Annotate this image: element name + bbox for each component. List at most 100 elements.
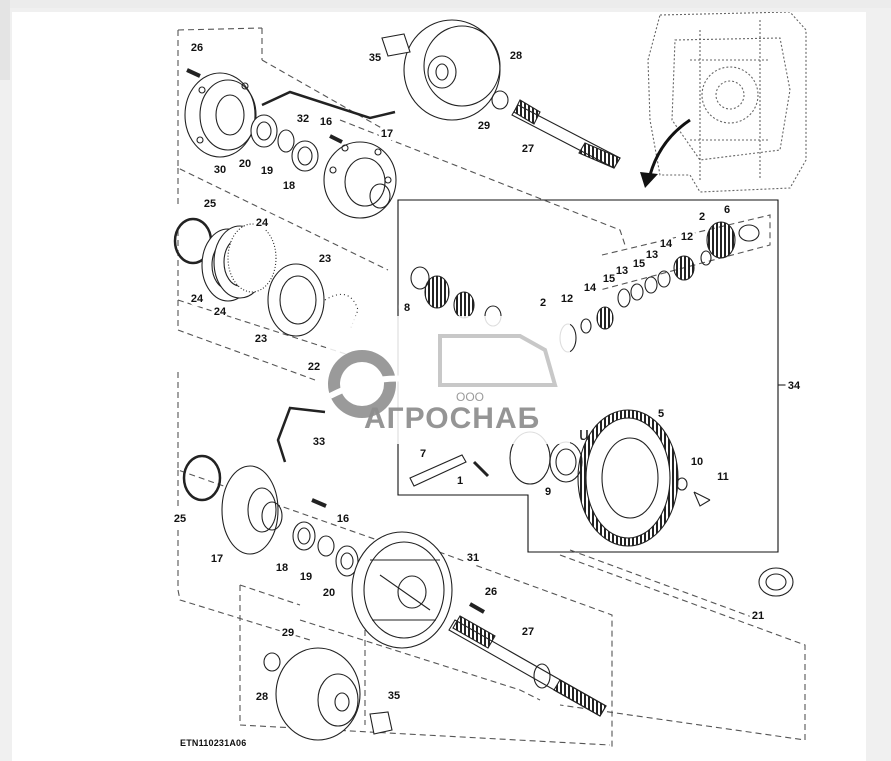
ring-gear xyxy=(577,409,679,547)
callout-label: 28 xyxy=(256,691,268,703)
callout-25: 25 xyxy=(171,509,189,527)
callout-label: 28 xyxy=(510,50,522,62)
callout-label: 17 xyxy=(381,128,393,140)
callout-14: 14 xyxy=(657,234,675,252)
callout-label: 26 xyxy=(191,42,203,54)
direction-arrow xyxy=(648,118,691,176)
callout-28: 28 xyxy=(507,46,525,64)
callout-label: 24 xyxy=(191,293,204,305)
callout-label: 14 xyxy=(660,238,673,250)
callout-9: 9 xyxy=(539,482,557,500)
callout-label: 1 xyxy=(457,475,463,487)
callout-32: 32 xyxy=(294,109,312,127)
exploded-parts-diagram: 2635283216291727201918302524261214131523… xyxy=(171,12,807,748)
callout-29: 29 xyxy=(475,116,493,134)
callout-label: 15 xyxy=(633,258,645,270)
hub-flange-bottom xyxy=(221,465,283,555)
callout-label: 27 xyxy=(522,626,534,638)
callout-label: 22 xyxy=(308,361,320,373)
callout-label: 17 xyxy=(211,553,223,565)
watermark-name: АГРОСНАБ xyxy=(364,402,541,435)
callout-30: 30 xyxy=(211,160,229,178)
callout-22: 22 xyxy=(305,357,323,375)
callout-20: 20 xyxy=(320,583,338,601)
axle-shaft-top xyxy=(511,99,621,169)
callout-label: 10 xyxy=(691,456,703,468)
drawing-code: ETN110231A06 xyxy=(180,738,247,748)
callout-label: 35 xyxy=(388,690,400,702)
callout-label: 24 xyxy=(256,217,269,229)
callout-17: 17 xyxy=(378,124,396,142)
callout-label: 7 xyxy=(420,448,426,460)
callout-23: 23 xyxy=(316,249,334,267)
callout-label: 13 xyxy=(646,249,658,261)
callout-11: 11 xyxy=(714,467,732,485)
callout-label: 20 xyxy=(323,587,335,599)
callout-label: 16 xyxy=(337,513,349,525)
callout-label: 13 xyxy=(616,265,628,277)
callout-12: 12 xyxy=(558,289,576,307)
callout-label: 12 xyxy=(681,231,693,243)
callout-label: 25 xyxy=(204,198,216,210)
watermark-suffix: ООО xyxy=(456,390,485,404)
callout-label: 11 xyxy=(717,471,729,483)
brake-backplate-31 xyxy=(351,531,453,649)
callout-2: 2 xyxy=(534,293,552,311)
callout-13: 13 xyxy=(613,261,631,279)
callout-8: 8 xyxy=(398,298,416,316)
callout-label: 31 xyxy=(467,552,479,564)
brake-plate xyxy=(267,263,325,337)
callout-19: 19 xyxy=(297,567,315,585)
callout-27: 27 xyxy=(519,622,537,640)
callout-label: 15 xyxy=(603,273,615,285)
callout-23: 23 xyxy=(252,329,270,347)
axle-shaft-bottom xyxy=(448,615,607,717)
callout-label: 16 xyxy=(320,116,332,128)
brake-discs xyxy=(201,223,277,302)
callout-6: 6 xyxy=(718,200,736,218)
callout-28: 28 xyxy=(253,687,271,705)
callout-label: 18 xyxy=(283,180,295,192)
callout-24: 24 xyxy=(188,289,206,307)
window-top-strip xyxy=(0,0,891,8)
callout-label: 14 xyxy=(584,282,597,294)
watermark-tail: u xyxy=(579,424,590,444)
callout-33: 33 xyxy=(310,432,328,450)
differential-box xyxy=(397,199,786,553)
window-left-strip xyxy=(0,0,10,80)
callout-16: 16 xyxy=(317,112,335,130)
callout-label: 24 xyxy=(214,306,227,318)
callout-5: 5 xyxy=(652,404,670,422)
callout-10: 10 xyxy=(688,452,706,470)
callout-29: 29 xyxy=(279,623,297,641)
callout-1: 1 xyxy=(451,471,469,489)
callout-12: 12 xyxy=(678,227,696,245)
hub-flange-top xyxy=(323,141,397,219)
callout-label: 25 xyxy=(174,513,186,525)
callout-label: 34 xyxy=(788,380,801,392)
callout-label: 23 xyxy=(255,333,267,345)
transmission-housing xyxy=(647,12,807,193)
callout-18: 18 xyxy=(273,558,291,576)
callout-label: 21 xyxy=(752,610,764,622)
callout-label: 9 xyxy=(545,486,551,498)
callout-label: 23 xyxy=(319,253,331,265)
callout-label: 35 xyxy=(369,52,381,64)
final-drive-housing-top xyxy=(184,72,257,158)
callout-label: 30 xyxy=(214,164,226,176)
callout-label: 6 xyxy=(724,204,730,216)
callout-31: 31 xyxy=(464,548,482,566)
callout-19: 19 xyxy=(258,161,276,179)
watermark-logo xyxy=(326,316,570,444)
callout-24: 24 xyxy=(211,302,229,320)
callout-26: 26 xyxy=(482,582,500,600)
callout-label: 12 xyxy=(561,293,573,305)
callout-14: 14 xyxy=(581,278,599,296)
callout-label: 18 xyxy=(276,562,288,574)
callout-label: 29 xyxy=(478,120,490,132)
callout-label: 33 xyxy=(313,436,325,448)
callout-15: 15 xyxy=(600,269,618,287)
brake-drum-top xyxy=(403,19,501,121)
callout-label: 26 xyxy=(485,586,497,598)
callout-18: 18 xyxy=(280,176,298,194)
